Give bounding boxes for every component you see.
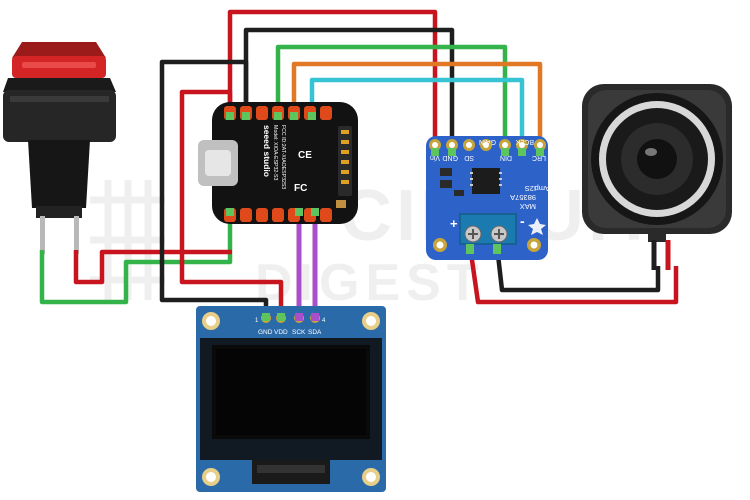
xiao-esp32s3-board: seeed studio Model: XIOA-ESP32-S3 FCC ID… — [198, 102, 358, 224]
amp-pin-label: SD — [464, 154, 474, 161]
oled-pin4-label: 4 — [322, 318, 326, 324]
xiao-wire-tips — [226, 112, 319, 216]
amp-chip-line1: MAX — [520, 202, 536, 211]
xiao-fc-mark: FC — [294, 183, 307, 194]
wire-lrc-orange — [291, 61, 543, 152]
adafruit-flower-icon — [528, 218, 546, 235]
oled-pin-label: VDD — [274, 329, 288, 336]
oled-pin-label: SCK — [292, 329, 306, 336]
max98357a-amp-board: Vin GND SD GAIN DIN BCLK LRC MAX 98357A … — [426, 136, 550, 260]
wire-button-red — [73, 249, 232, 285]
wire-oled-gnd-black — [159, 59, 269, 316]
wire-oled-vdd-red — [179, 89, 284, 316]
amp-pin-label: Vin — [430, 154, 440, 161]
xiao-fcc-label: FCC ID:2AT-XIAOESP32S3 — [280, 125, 286, 189]
oled-pin-label: GND — [258, 329, 273, 336]
amp-chip-line4: Amp — [535, 184, 550, 193]
amp-pin-label: GAIN — [479, 138, 496, 145]
push-button — [3, 42, 116, 254]
amp-pin-label: BCLK — [515, 138, 534, 145]
oled-pin-label: SDA — [308, 329, 322, 336]
oled-pin1-label: 1 — [255, 318, 259, 324]
amp-plus-label: + — [450, 216, 458, 231]
wire-bclk-cyan — [309, 77, 525, 152]
watermark-line2: DIGEST — [255, 254, 485, 312]
amp-pin-labels: Vin GND SD GAIN DIN BCLK LRC — [430, 138, 546, 161]
amp-pin-label: LRC — [532, 154, 546, 161]
amp-chip-line3: I2S — [525, 184, 536, 193]
amp-pin-label: DIN — [500, 154, 512, 161]
amp-chip-line2: 98357A — [510, 193, 536, 202]
xiao-ce-mark: CE — [298, 150, 312, 161]
wire-speaker-black — [494, 245, 661, 293]
wire-speaker-red — [467, 245, 679, 305]
wire-button-green — [39, 215, 233, 305]
amp-pin-label: GND — [442, 154, 458, 161]
amp-chip-dots — [470, 172, 502, 186]
wire-din-green — [275, 44, 508, 152]
amp-wire-tips — [431, 148, 544, 156]
xiao-corner-pads — [341, 130, 349, 184]
amp-minus-label: - — [520, 213, 525, 229]
oled-display: 1 4 GND VDD SCK SDA — [196, 306, 386, 492]
xiao-brand-label: seeed studio — [262, 125, 272, 177]
xiao-model-label: Model: XIOA-ESP32-S3 — [272, 125, 278, 180]
speaker — [582, 84, 732, 270]
